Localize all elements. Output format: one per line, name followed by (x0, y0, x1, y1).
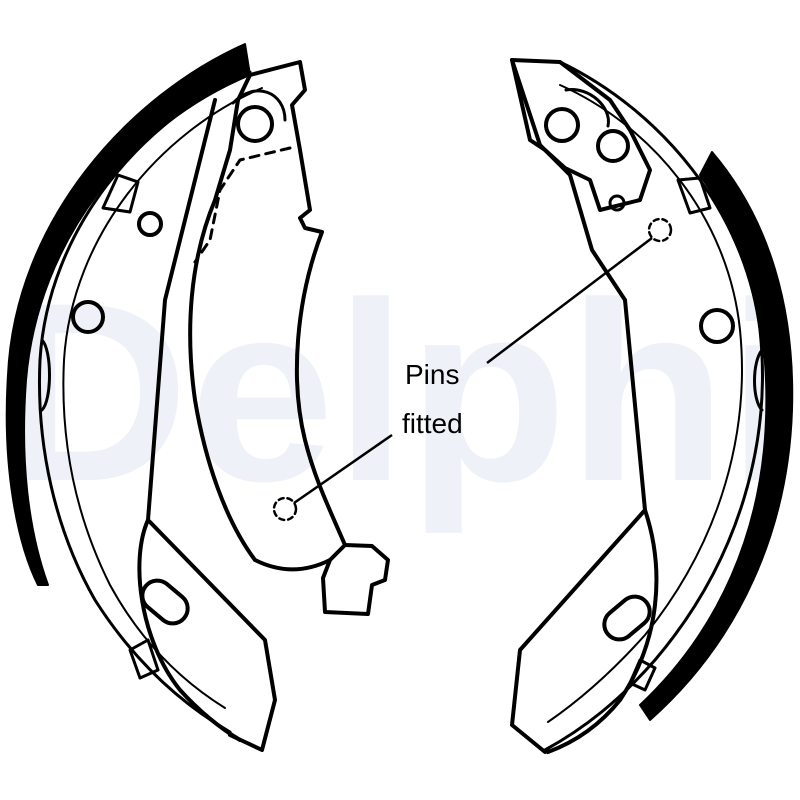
right-rim-notch-top (676, 176, 712, 215)
leader-to-left-pin (293, 433, 393, 505)
left-shoe-lining (5, 43, 251, 586)
left-rim-notch-bottom (128, 638, 160, 680)
right-hole-small (608, 194, 626, 212)
right-hole-top (544, 107, 580, 143)
leader-to-right-pin (486, 237, 653, 364)
left-anchor-tab (321, 543, 390, 616)
left-hole-top-ring (231, 89, 287, 122)
watermark-logo: Delphi (0, 250, 800, 535)
callout-label-pins: Pins (405, 359, 460, 390)
left-shoe-bottom (137, 518, 242, 742)
left-shoe-body (146, 98, 277, 752)
right-rim-notch-side (753, 348, 764, 412)
right-shoe-web (510, 58, 652, 212)
callout-label-fitted: fitted (402, 408, 463, 439)
left-shoe-web (188, 60, 347, 572)
right-slot (602, 594, 652, 642)
left-rim-notch-side (40, 338, 51, 412)
left-slot (140, 578, 190, 626)
right-shoe-rim-inner (547, 84, 743, 723)
left-hole-top (236, 105, 274, 143)
right-brake-shoe (510, 58, 794, 754)
right-shoe-body (510, 58, 647, 754)
left-hole-mid (71, 300, 105, 334)
left-rim-notch-top (101, 173, 140, 214)
left-shoe-rim (38, 70, 252, 734)
left-web-dashed (193, 146, 292, 264)
right-hole-second (596, 129, 630, 163)
right-hole-top-ring (564, 88, 610, 128)
left-pin-dashed (272, 496, 298, 522)
callout-leaders (293, 237, 653, 505)
right-pin-dashed (647, 217, 673, 243)
right-hole-mid (699, 308, 735, 344)
left-hole-small (137, 211, 163, 237)
right-shoe-bottom (546, 508, 659, 754)
left-brake-shoe (5, 43, 390, 752)
